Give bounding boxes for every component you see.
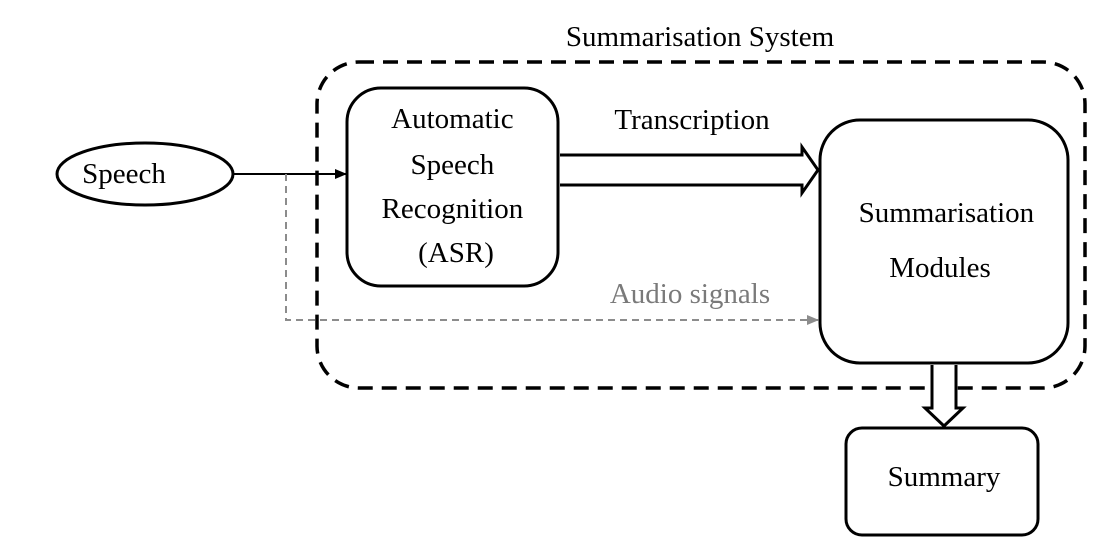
modules-label-line-1: Summarisation bbox=[859, 197, 1035, 229]
transcription-arrow bbox=[560, 142, 820, 198]
speech-label: Speech bbox=[82, 158, 166, 190]
summarisation-modules-node bbox=[818, 118, 1070, 365]
system-boundary bbox=[315, 60, 1087, 390]
transcription-label: Transcription bbox=[614, 104, 770, 136]
asr-label-line-3: Recognition bbox=[381, 193, 523, 225]
system-title: Summarisation System bbox=[566, 21, 835, 53]
summarisation-modules-label: Summarisation Modules bbox=[859, 197, 1042, 284]
asr-label-line-1: Automatic bbox=[391, 103, 513, 135]
modules-label-line-2: Modules bbox=[889, 252, 991, 284]
summary-label: Summary bbox=[888, 461, 1001, 493]
audio-signals-label: Audio signals bbox=[610, 278, 770, 310]
asr-label: Automatic Speech Recognition (ASR) bbox=[381, 103, 530, 269]
audio-signals-arrow bbox=[285, 174, 819, 325]
asr-node bbox=[345, 86, 560, 288]
asr-label-line-4: (ASR) bbox=[418, 237, 494, 269]
modules-to-summary-arrow bbox=[921, 365, 967, 429]
asr-label-line-2: Speech bbox=[411, 149, 495, 181]
summary-node bbox=[844, 426, 1040, 537]
